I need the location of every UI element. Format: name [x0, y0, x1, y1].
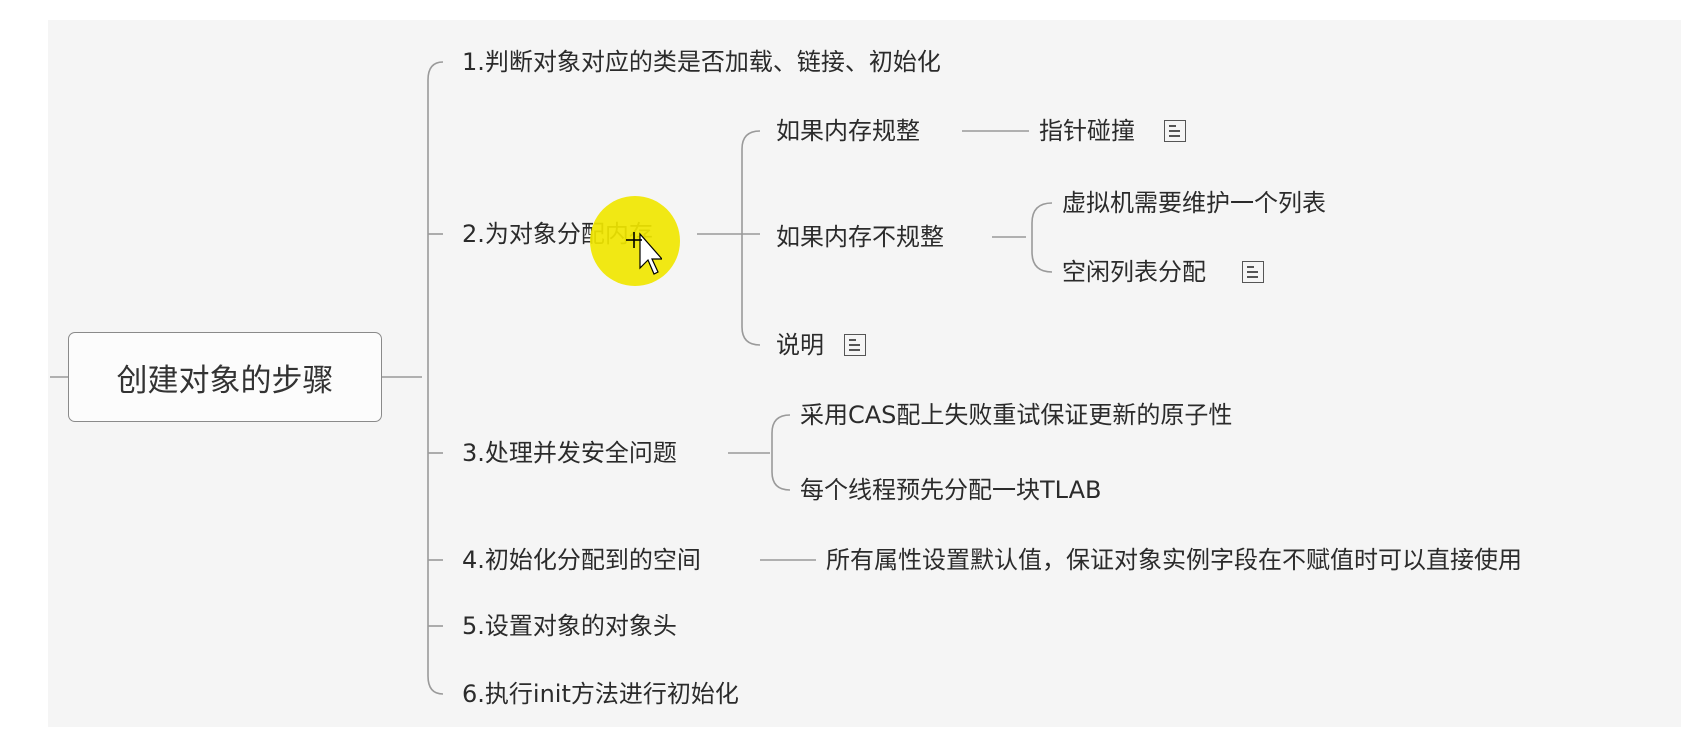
regular-memory-node[interactable]: 如果内存规整: [776, 117, 920, 145]
move-cursor-icon: [626, 232, 662, 275]
cas-retry-node[interactable]: 采用CAS配上失败重试保证更新的原子性: [800, 401, 1233, 429]
note-icon[interactable]: [1164, 120, 1186, 142]
pointer-bump-node[interactable]: 指针碰撞: [1039, 117, 1135, 145]
cursor-highlight: [590, 196, 680, 286]
free-list-node[interactable]: 空闲列表分配: [1062, 258, 1206, 286]
maintain-list-node[interactable]: 虚拟机需要维护一个列表: [1062, 189, 1326, 217]
step-3-node[interactable]: 3.处理并发安全问题: [462, 439, 677, 467]
note-icon[interactable]: [844, 334, 866, 356]
note-icon[interactable]: [1242, 261, 1264, 283]
step-4-node[interactable]: 4.初始化分配到的空间: [462, 546, 701, 574]
central-topic-label: 创建对象的步骤: [116, 362, 334, 399]
tlab-node[interactable]: 每个线程预先分配一块TLAB: [800, 476, 1102, 504]
step-5-node[interactable]: 5.设置对象的对象头: [462, 612, 677, 640]
irregular-memory-node[interactable]: 如果内存不规整: [776, 223, 944, 251]
step-6-node[interactable]: 6.执行init方法进行初始化: [462, 680, 739, 708]
central-topic-node[interactable]: 创建对象的步骤: [68, 332, 382, 422]
explanation-node[interactable]: 说明: [776, 331, 824, 359]
default-values-node[interactable]: 所有属性设置默认值，保证对象实例字段在不赋值时可以直接使用: [826, 546, 1522, 574]
step-1-node[interactable]: 1.判断对象对应的类是否加载、链接、初始化: [462, 48, 941, 76]
